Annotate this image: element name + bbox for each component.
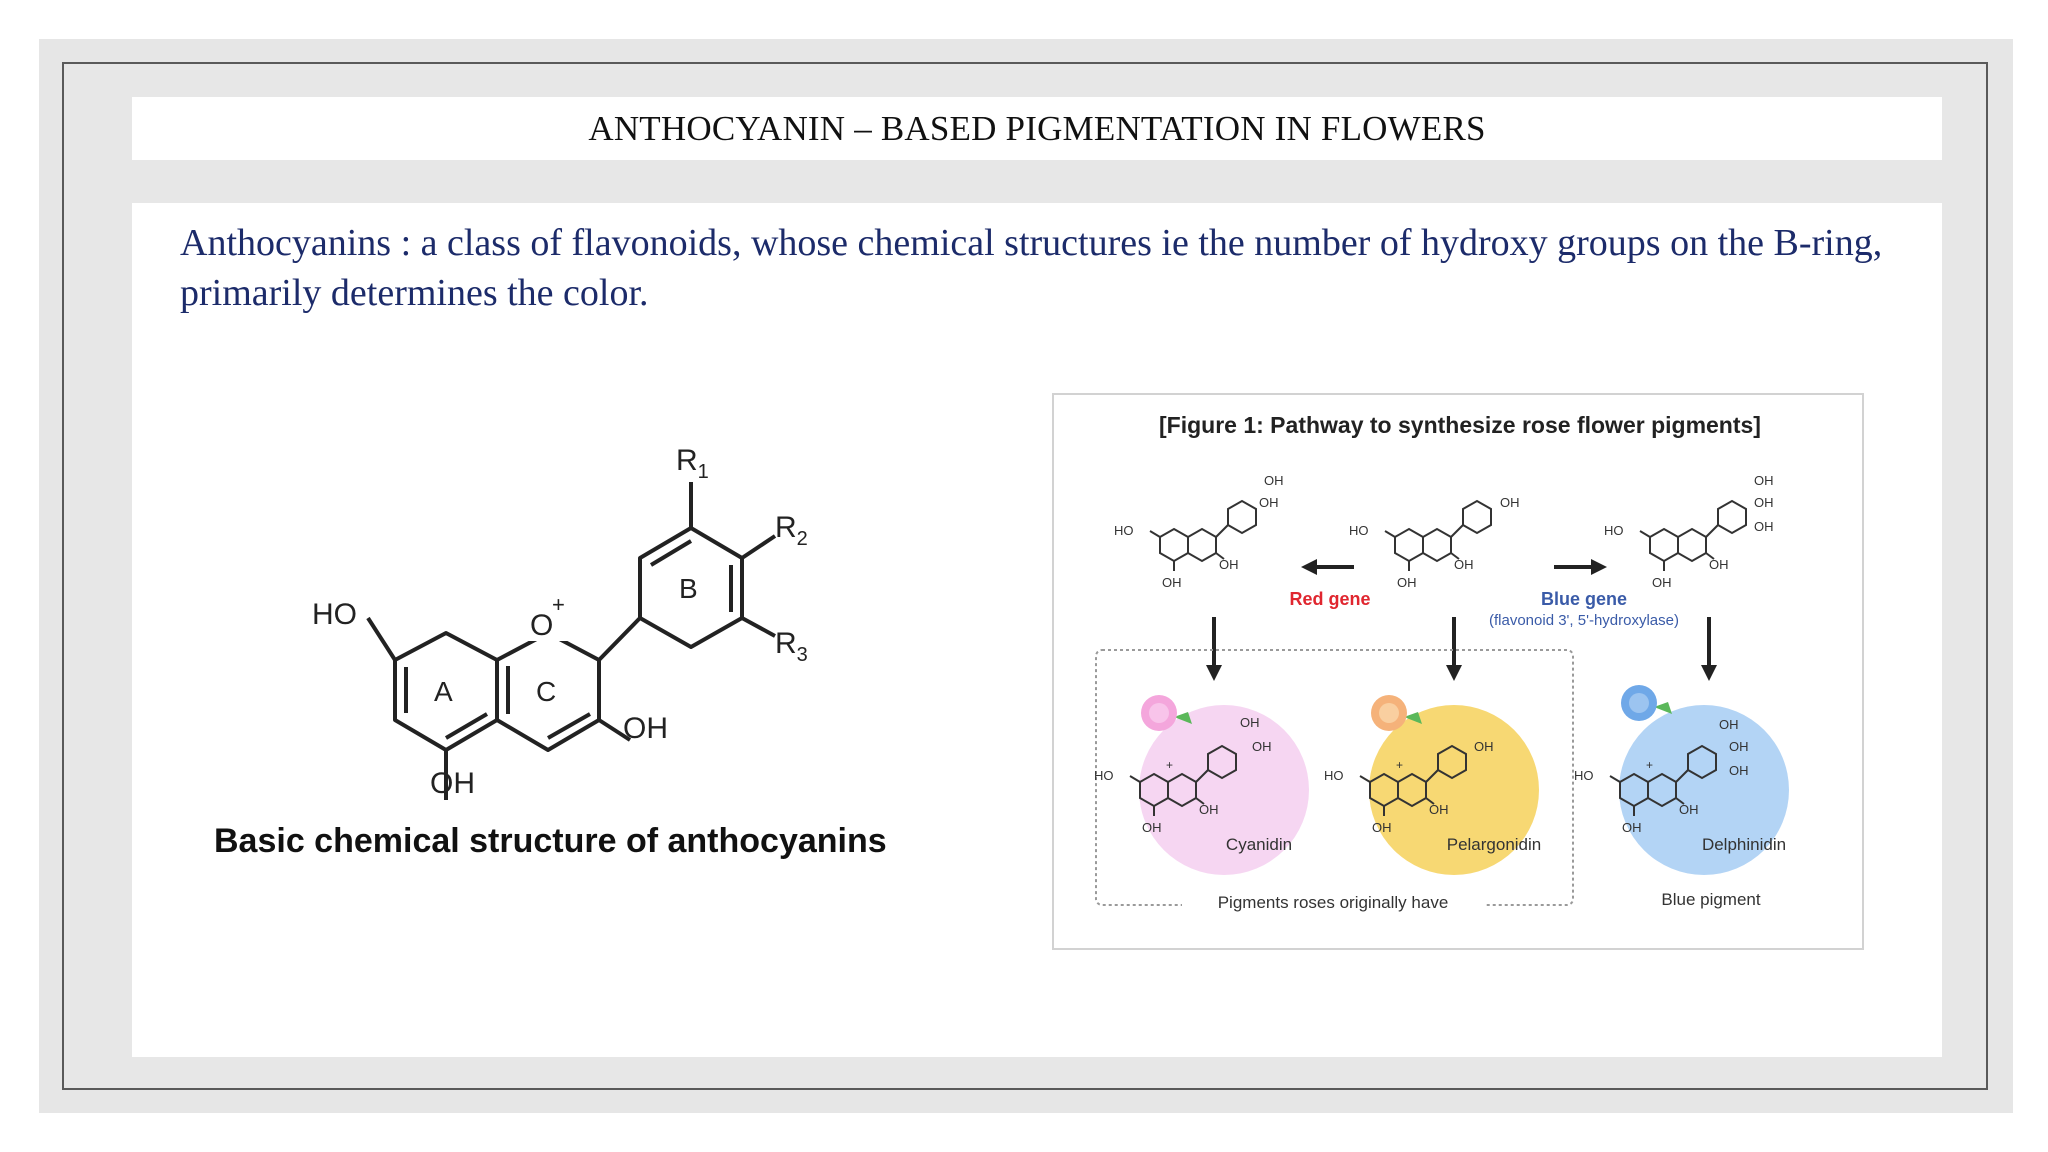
svg-text:HO: HO [1349,523,1369,538]
svg-text:HO: HO [1604,523,1624,538]
dihydromyricetin-molecule: HO OH OH OH OH OH [1604,473,1774,590]
blue-pigment-label: Blue pigment [1661,890,1761,909]
svg-text:OH: OH [1259,495,1279,510]
svg-text:OH: OH [1429,802,1449,817]
pelargonidin-molecule: HO OH OH OH + [1324,739,1494,835]
svg-text:HO: HO [1094,768,1114,783]
dihydroquercetin-molecule: HO OH OH OH OH [1114,473,1284,590]
oxygen-mask [526,605,568,641]
cyanidin-molecule: HO OH OH OH OH + [1094,715,1272,835]
ho-label: HO [312,598,357,631]
svg-text:OH: OH [1754,495,1774,510]
pathway-figure-svg: [Figure 1: Pathway to synthesize rose fl… [1094,412,1789,914]
oh-bottom-label: OH [430,767,475,800]
oxygen-label: O [530,609,553,642]
svg-text:OH: OH [1264,473,1284,488]
svg-text:HO: HO [1324,768,1344,783]
svg-text:OH: OH [1142,820,1162,835]
svg-text:OH: OH [1372,820,1392,835]
svg-text:OH: OH [1652,575,1672,590]
svg-text:OH: OH [1252,739,1272,754]
blue-rose-icon [1621,685,1672,721]
ring-a-label: A [434,676,453,707]
ring-c-label: C [536,676,556,707]
svg-text:OH: OH [1754,519,1774,534]
svg-text:OH: OH [1162,575,1182,590]
svg-text:+: + [1166,758,1173,772]
svg-text:OH: OH [1754,473,1774,488]
slide-title: ANTHOCYANIN – BASED PIGMENTATION IN FLOW… [588,108,1486,148]
svg-text:OH: OH [1500,495,1520,510]
pelargonidin-circle [1369,705,1539,875]
svg-text:OH: OH [1679,802,1699,817]
svg-text:OH: OH [1729,763,1749,778]
pathway-figure: [Figure 1: Pathway to synthesize rose fl… [1052,393,1864,950]
red-gene-label: Red gene [1289,589,1370,609]
oxygen-charge: + [552,592,565,617]
svg-text:+: + [1396,758,1403,772]
pelargonidin-label: Pelargonidin [1447,835,1542,854]
r1-label: R1 [676,444,709,483]
svg-text:OH: OH [1474,739,1494,754]
oh-right-label: OH [623,712,668,745]
structure-caption: Basic chemical structure of anthocyanins [214,822,887,860]
svg-text:HO: HO [1114,523,1134,538]
delphinidin-molecule: HO OH OH OH OH OH + [1574,717,1749,835]
cyanidin-circle [1139,705,1309,875]
svg-text:OH: OH [1397,575,1417,590]
ring-b-label: B [679,573,698,604]
structure-bonds [366,482,777,800]
pink-rose-icon [1141,695,1192,731]
anthocyanin-structure-diagram: HO O + A C B OH OH R1 R2 R3 [312,444,808,800]
r3-label: R3 [775,627,808,666]
svg-text:OH: OH [1219,557,1239,572]
delphinidin-circle [1619,705,1789,875]
svg-text:OH: OH [1709,557,1729,572]
blue-gene-label: Blue gene [1541,589,1627,609]
title-bar: ANTHOCYANIN – BASED PIGMENTATION IN FLOW… [132,97,1942,160]
svg-text:OH: OH [1240,715,1260,730]
orange-rose-icon [1371,695,1422,731]
svg-text:OH: OH [1719,717,1739,732]
original-pigments-group [1095,649,1574,906]
original-pigments-label: Pigments roses originally have [1218,893,1449,912]
figure-title: [Figure 1: Pathway to synthesize rose fl… [1159,412,1761,438]
svg-text:+: + [1646,758,1653,772]
dihydrokaempferol-molecule: HO OH OH OH [1349,495,1520,590]
delphinidin-label: Delphinidin [1702,835,1786,854]
svg-text:OH: OH [1199,802,1219,817]
intro-text: Anthocyanins : a class of flavonoids, wh… [180,222,1883,314]
svg-text:OH: OH [1729,739,1749,754]
svg-text:OH: OH [1454,557,1474,572]
svg-text:HO: HO [1574,768,1594,783]
cyanidin-label: Cyanidin [1226,835,1292,854]
r2-label: R2 [775,511,808,550]
blue-gene-enzyme: (flavonoid 3', 5'-hydroxylase) [1489,612,1679,629]
svg-text:OH: OH [1622,820,1642,835]
